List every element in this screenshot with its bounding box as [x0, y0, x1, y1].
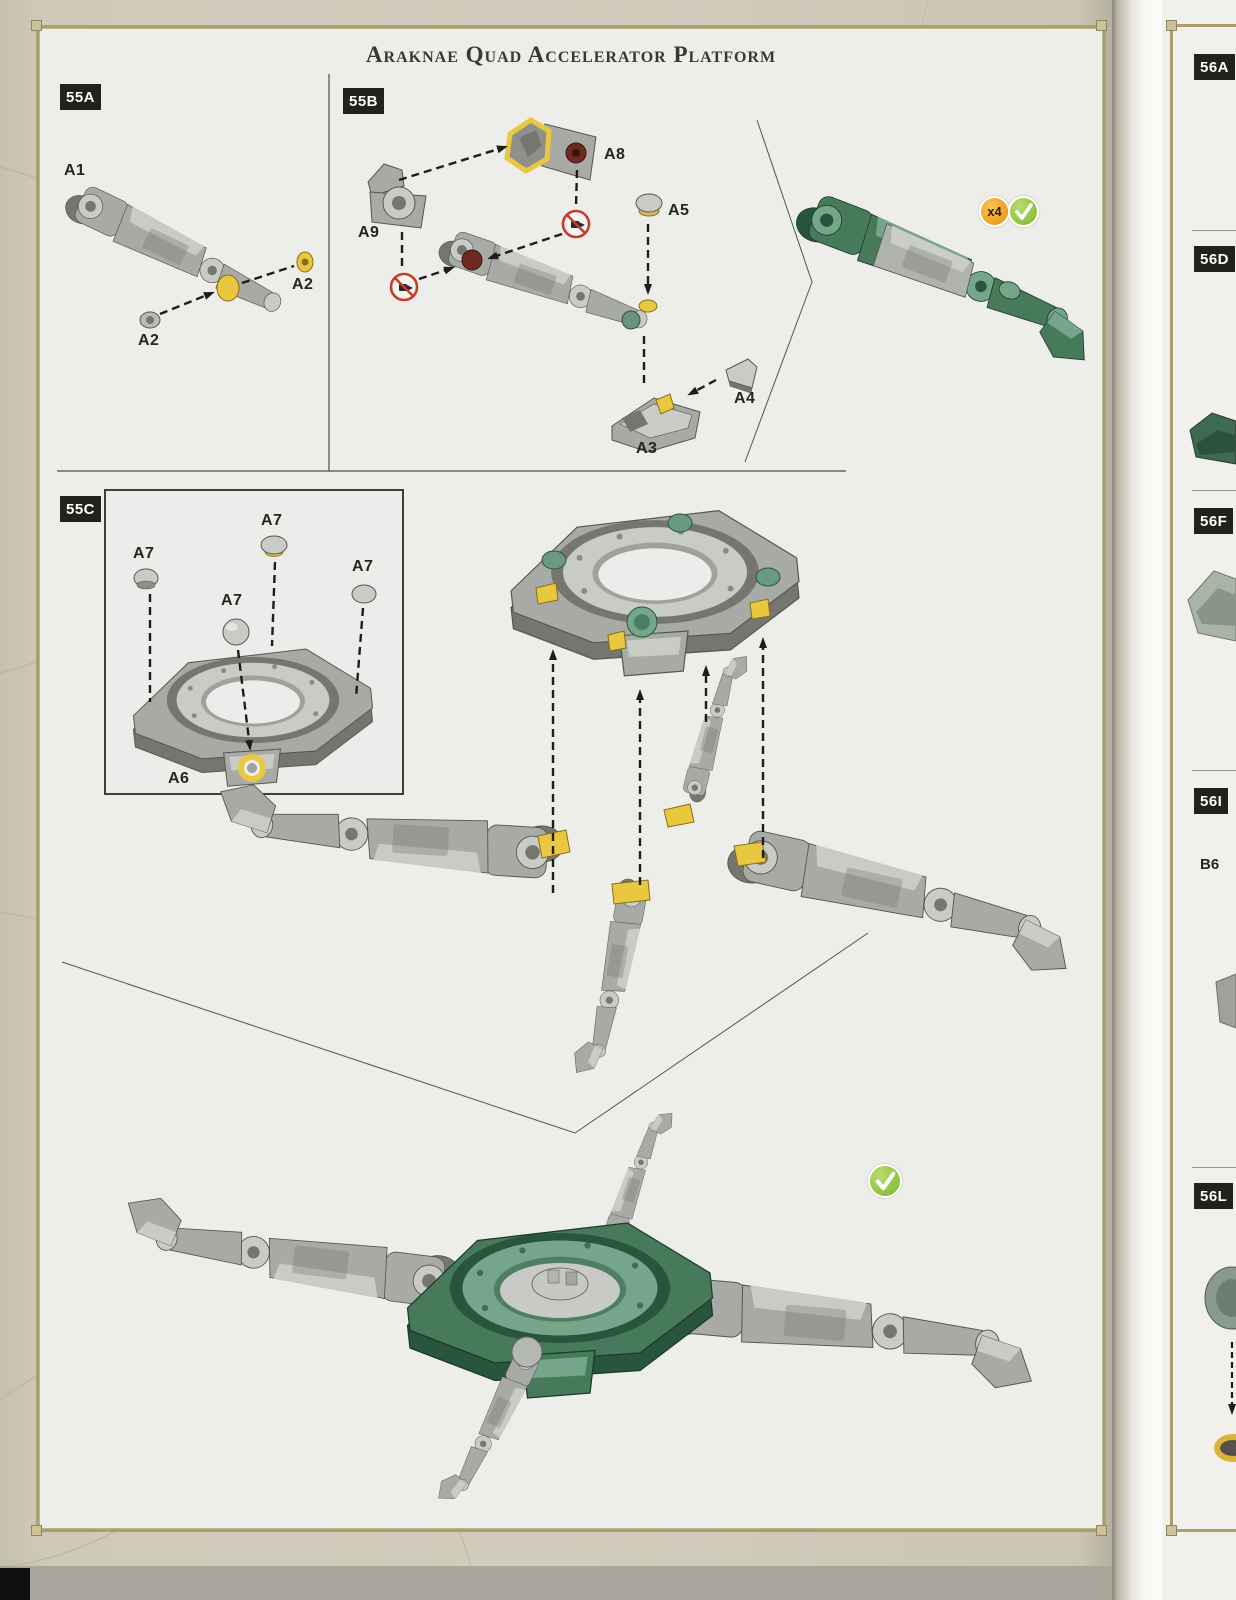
check-icon: [1008, 196, 1039, 227]
instruction-page: [0, 0, 1112, 1600]
frame-corner: [1166, 1525, 1177, 1536]
part-label-a7: A7: [221, 592, 243, 609]
part-label-a7: A7: [352, 558, 374, 575]
part-label-b6: B6: [1200, 856, 1220, 873]
section-divider: [1192, 770, 1236, 771]
section-divider: [1192, 1167, 1236, 1168]
page-title: Araknae Quad Accelerator Platform: [365, 42, 777, 67]
page-gutter: [1112, 0, 1162, 1600]
section-divider: [1192, 230, 1236, 231]
step-badge-55c: 55C: [60, 496, 102, 522]
frame-corner: [1096, 1525, 1107, 1536]
part-label-a6: A6: [168, 770, 190, 787]
section-divider: [1192, 490, 1236, 491]
part-label-a7: A7: [133, 545, 155, 562]
next-page-edge: 56A 56D 56F 56I 56L B6: [1162, 0, 1236, 1600]
part-label-a5: A5: [668, 202, 690, 219]
scan-edge-corner: [0, 1568, 30, 1600]
part-label-a2: A2: [292, 276, 314, 293]
frame-corner: [31, 1525, 42, 1536]
part-label-a1: A1: [64, 162, 86, 179]
part-label-a3: A3: [636, 440, 658, 457]
part-label-a9: A9: [358, 224, 380, 241]
next-page-part-fragments: [1187, 412, 1236, 1462]
frame-corner: [1096, 20, 1107, 31]
frame-corner: [1166, 20, 1177, 31]
step-badge-56l: 56L: [1194, 1183, 1234, 1209]
part-label-a7: A7: [261, 512, 283, 529]
step-badge-56d: 56D: [1194, 246, 1236, 272]
multiplier-badge: x4: [979, 196, 1010, 227]
step-badge-56i: 56I: [1194, 788, 1229, 814]
scan-edge: [0, 1566, 1112, 1600]
step-badge-56f: 56F: [1194, 508, 1234, 534]
check-icon: [868, 1164, 902, 1198]
part-label-a8: A8: [604, 146, 626, 163]
step-badge-55a: 55A: [60, 84, 102, 110]
step-badge-55b: 55B: [343, 88, 385, 114]
frame-corner: [31, 20, 42, 31]
next-page-frame: [1170, 24, 1236, 1532]
part-label-a4: A4: [734, 390, 756, 407]
step-55c-inset-box: [104, 489, 404, 795]
step-badge-56a: 56A: [1194, 54, 1236, 80]
part-label-a2: A2: [138, 332, 160, 349]
